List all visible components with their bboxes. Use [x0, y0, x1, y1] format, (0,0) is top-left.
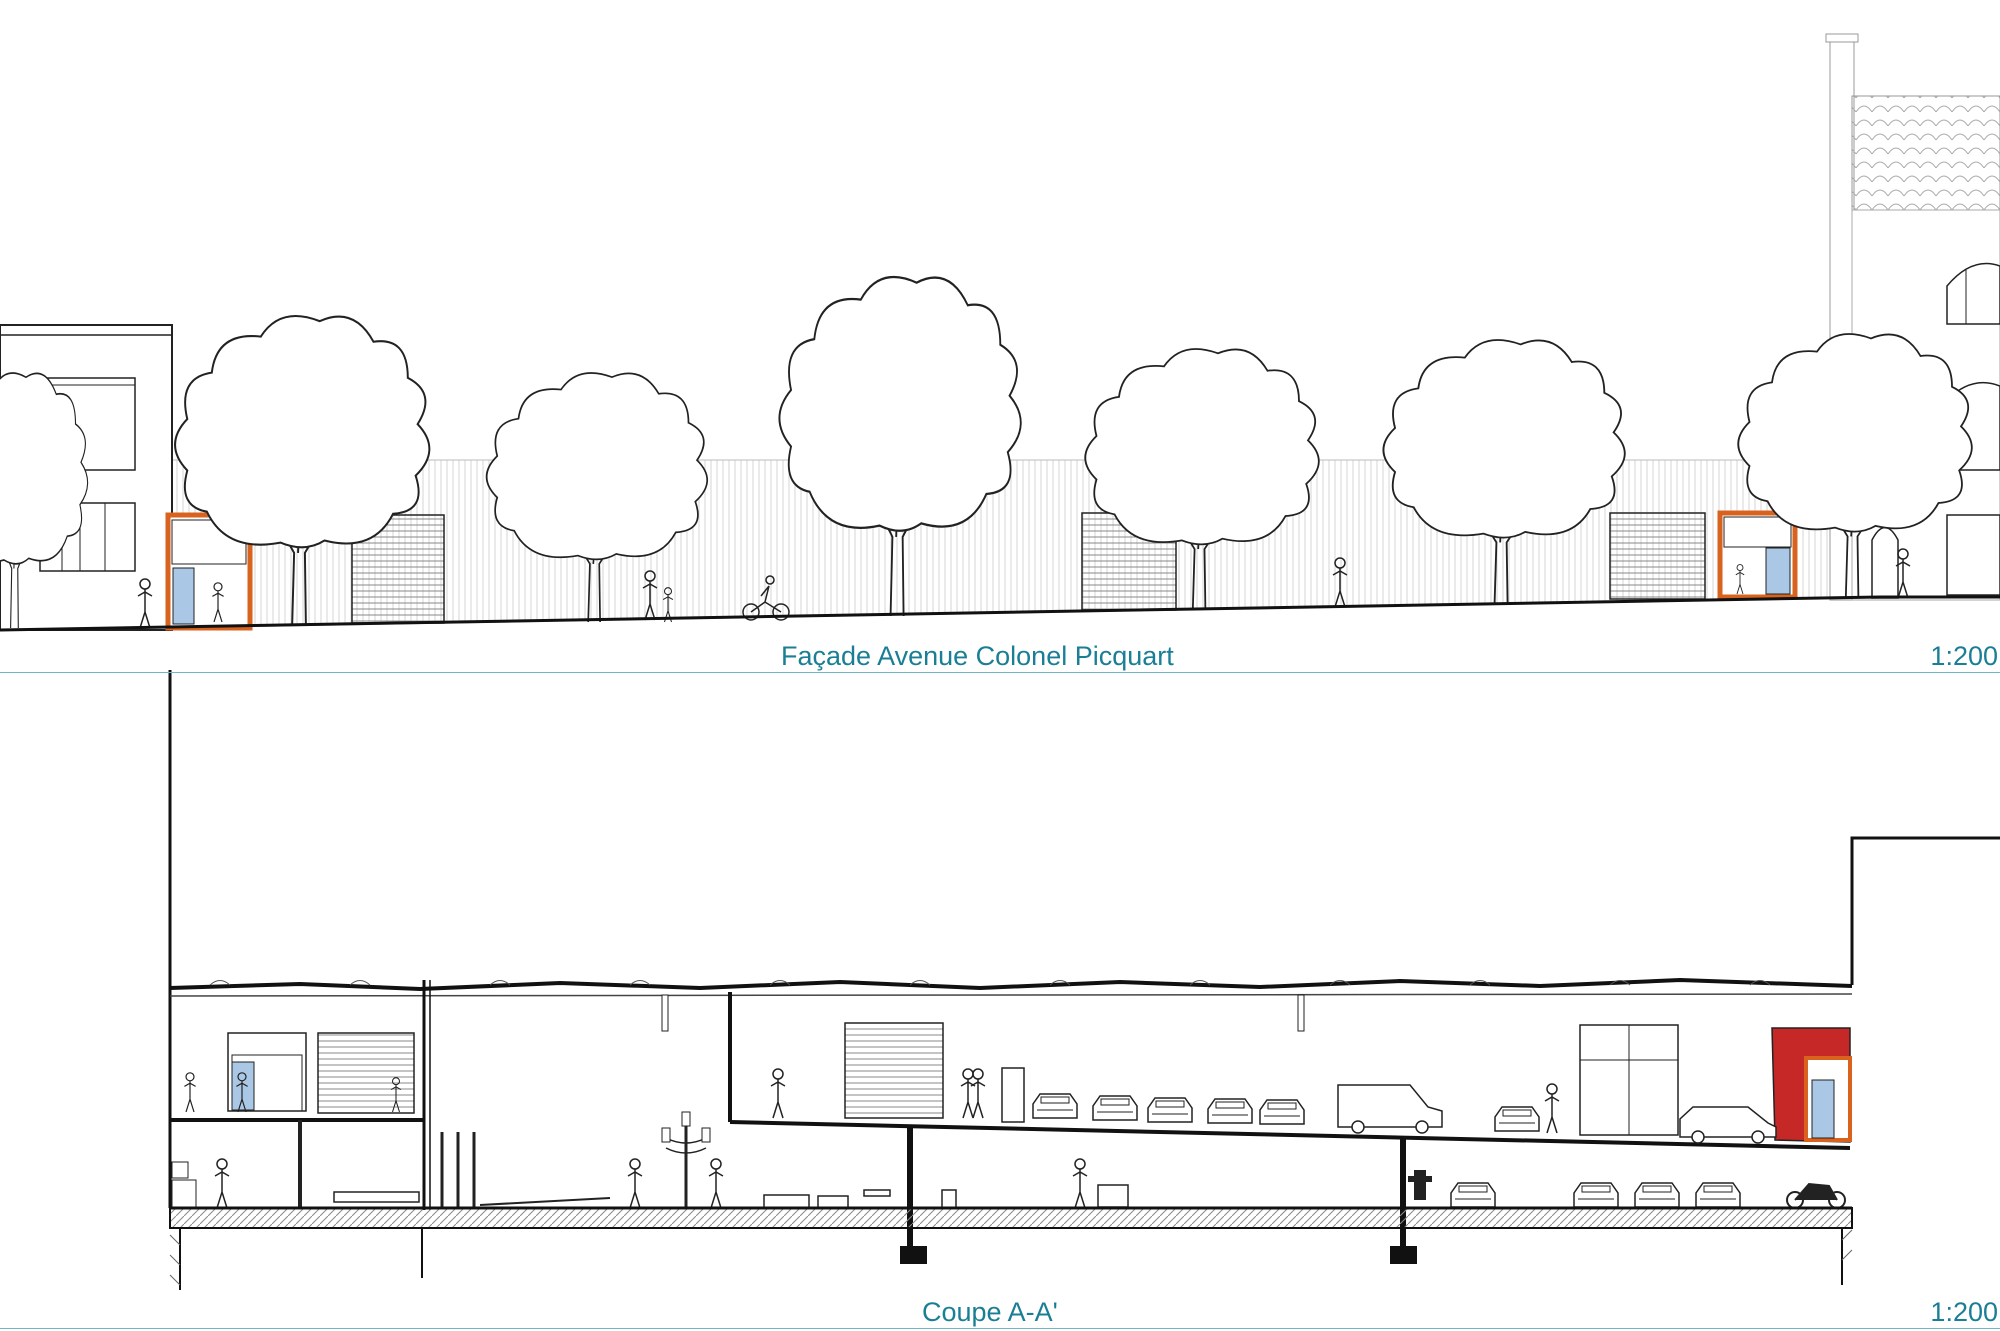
cyclist — [742, 575, 790, 621]
facade-title: Façade Avenue Colonel Picquart — [781, 641, 1174, 671]
footing — [1390, 1246, 1417, 1264]
caption-rule — [0, 672, 2000, 673]
garage-door-section-1 — [317, 1032, 415, 1114]
section-title: Coupe A-A' — [922, 1297, 1058, 1327]
roof-truss — [169, 977, 1853, 1210]
garage-door-section-2 — [844, 1022, 944, 1119]
cart — [1097, 1184, 1129, 1208]
facade-elevation — [0, 33, 2000, 632]
right-building — [1850, 836, 2000, 985]
kiosk-orange-right — [1717, 510, 1798, 600]
ground-line — [0, 595, 1881, 632]
parking-slab — [729, 1120, 1851, 1150]
facade-scale: 1:200 — [1930, 641, 1998, 671]
bench — [333, 1191, 420, 1203]
motorbike — [1786, 1182, 1846, 1209]
footing — [900, 1246, 927, 1264]
door — [1001, 1067, 1025, 1123]
van — [1337, 1084, 1443, 1134]
ground-slab — [169, 1207, 1853, 1229]
kiosk-red — [1771, 1027, 1852, 1143]
caption-rule — [0, 1328, 2000, 1329]
section-a-a — [168, 670, 2000, 1290]
motorbike-front — [1408, 1170, 1432, 1200]
estate-car — [1679, 1106, 1777, 1144]
kiosk-orange-left — [165, 512, 253, 631]
section-scale: 1:200 — [1930, 1297, 1998, 1327]
street-lamp — [661, 1111, 711, 1208]
garage-door-3 — [1609, 512, 1706, 600]
